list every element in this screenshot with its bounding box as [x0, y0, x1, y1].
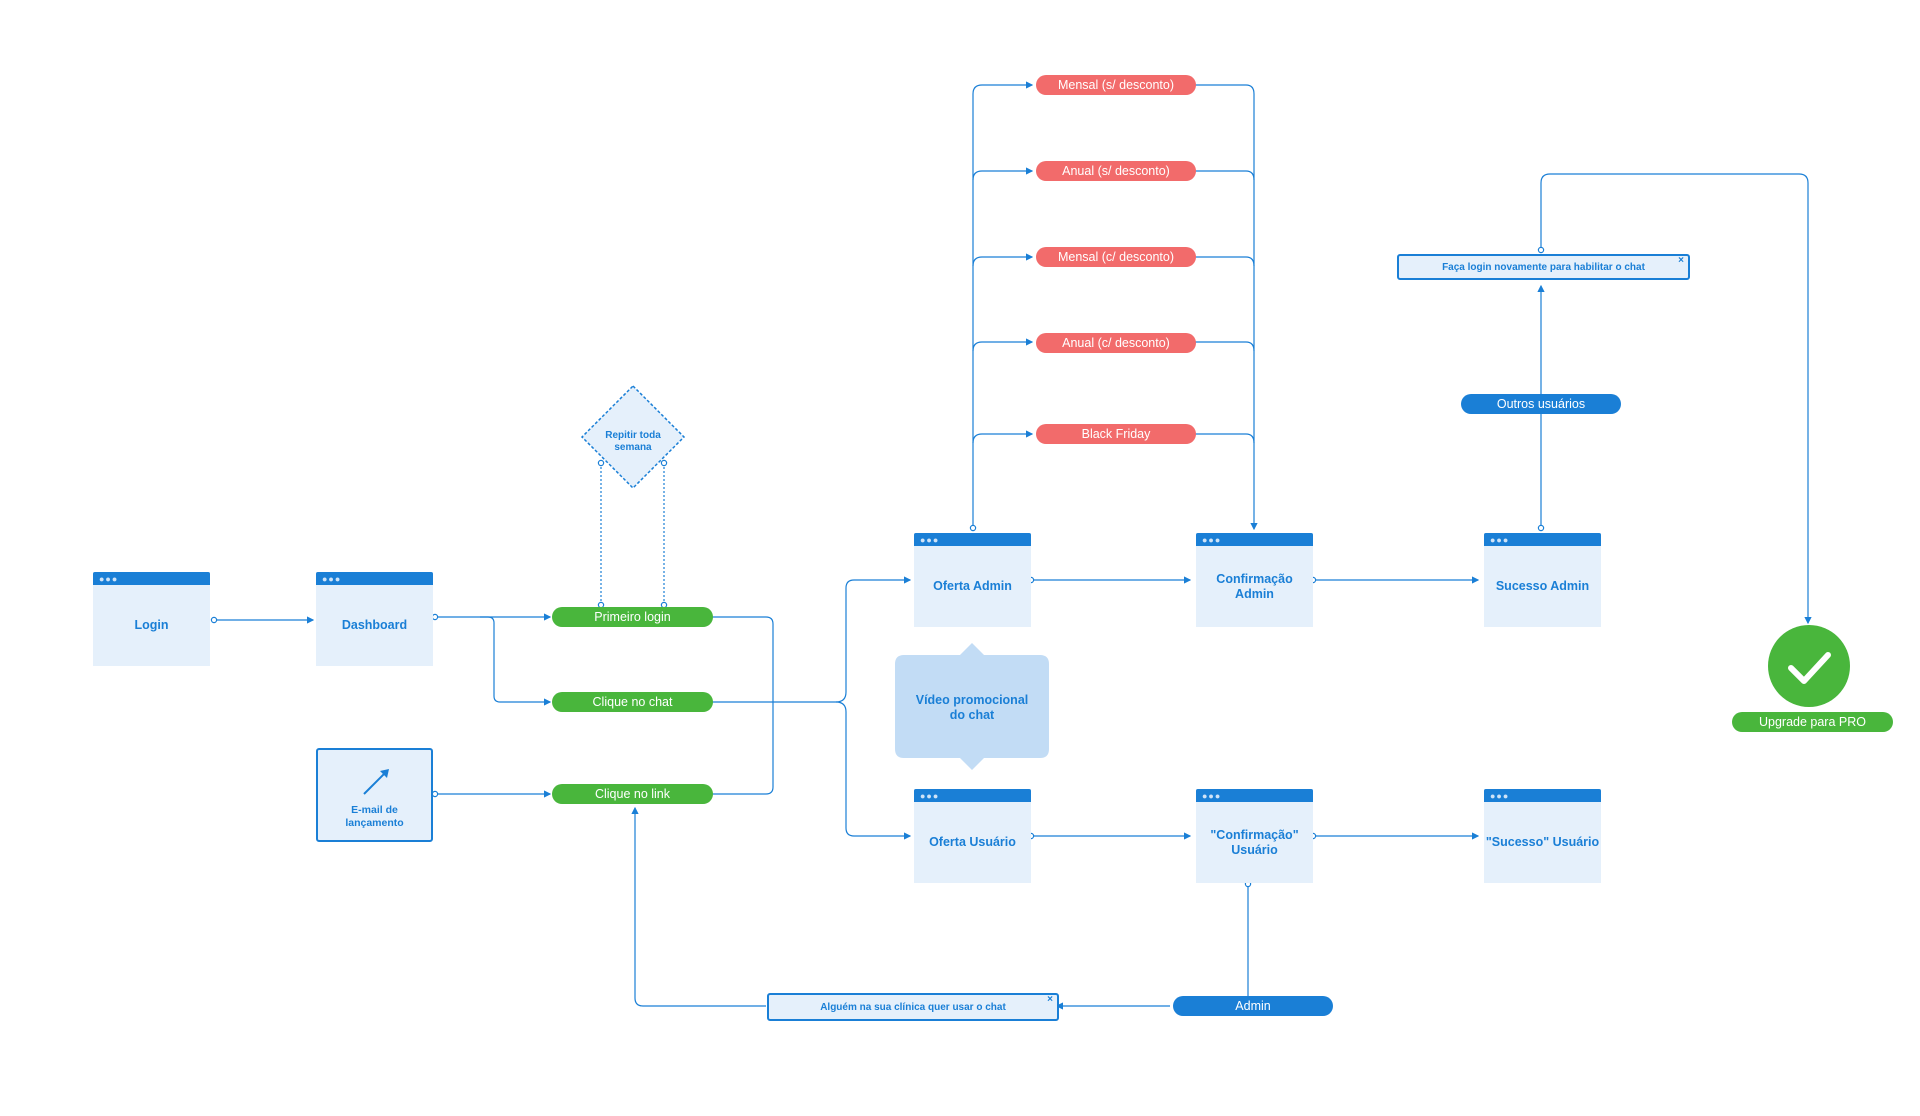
screen-label: Oferta Usuário [929, 835, 1016, 849]
notice-alguem[interactable]: Alguém na sua clínica quer usar o chat × [767, 993, 1059, 1021]
window-bar: ●●● [316, 572, 433, 585]
email-lancamento[interactable]: E-mail de lançamento [316, 748, 433, 842]
screen-oferta-admin[interactable]: ●●● Oferta Admin [914, 533, 1031, 627]
checkmark-icon [1788, 652, 1831, 684]
trigger-clique-link[interactable]: Clique no link [552, 784, 713, 804]
screen-oferta-usuario[interactable]: ●●● Oferta Usuário [914, 789, 1031, 883]
window-bar: ●●● [1196, 789, 1313, 802]
arrow-up-right-icon [363, 769, 389, 795]
plan-black-friday[interactable]: Black Friday [1036, 424, 1196, 444]
screen-login[interactable]: ●●● Login [93, 572, 210, 666]
plan-anual-sem-desconto[interactable]: Anual (s/ desconto) [1036, 161, 1196, 181]
screen-sucesso-admin[interactable]: ●●● Sucesso Admin [1484, 533, 1601, 627]
role-outros-usuarios[interactable]: Outros usuários [1461, 394, 1621, 414]
trigger-primeiro-login[interactable]: Primeiro login [552, 607, 713, 627]
screen-label: "Sucesso" Usuário [1485, 835, 1600, 849]
window-bar: ●●● [93, 572, 210, 585]
decision-label: Repitir toda semana [605, 430, 661, 453]
upgrade-pro[interactable]: Upgrade para PRO [1732, 712, 1893, 732]
screen-label: Confirmação Admin [1216, 571, 1293, 601]
window-bar: ●●● [914, 789, 1031, 802]
notice-relogin[interactable]: Faça login novamente para habilitar o ch… [1397, 254, 1690, 280]
screen-sucesso-usuario[interactable]: ●●● "Sucesso" Usuário [1484, 789, 1601, 883]
video-label: Vídeo promocional do chat [915, 693, 1029, 722]
role-admin[interactable]: Admin [1173, 996, 1333, 1016]
window-bar: ●●● [1484, 789, 1601, 802]
window-bar: ●●● [914, 533, 1031, 546]
screen-label: Oferta Admin [933, 579, 1012, 593]
screen-dashboard[interactable]: ●●● Dashboard [316, 572, 433, 666]
decision-diamond [580, 384, 686, 490]
window-bar: ●●● [1196, 533, 1313, 546]
screen-confirmacao-admin[interactable]: ●●● Confirmação Admin [1196, 533, 1313, 627]
email-label: E-mail de lançamento [345, 804, 404, 829]
trigger-clique-chat[interactable]: Clique no chat [552, 692, 713, 712]
close-icon[interactable]: × [1678, 255, 1684, 266]
notice-text: Alguém na sua clínica quer usar o chat [820, 1001, 1006, 1013]
screen-label: Login [134, 618, 169, 632]
screen-label: Sucesso Admin [1495, 579, 1590, 593]
window-bar: ●●● [1484, 533, 1601, 546]
plan-mensal-sem-desconto[interactable]: Mensal (s/ desconto) [1036, 75, 1196, 95]
success-circle [1768, 625, 1850, 707]
plan-mensal-com-desconto[interactable]: Mensal (c/ desconto) [1036, 247, 1196, 267]
screen-label: "Confirmação" Usuário [1210, 827, 1299, 857]
screen-label: Dashboard [341, 618, 408, 632]
plan-anual-com-desconto[interactable]: Anual (c/ desconto) [1036, 333, 1196, 353]
close-icon[interactable]: × [1047, 994, 1053, 1005]
screen-confirmacao-usuario[interactable]: ●●● "Confirmação" Usuário [1196, 789, 1313, 883]
notice-text: Faça login novamente para habilitar o ch… [1442, 261, 1645, 273]
video-callout-shape [895, 643, 1049, 770]
